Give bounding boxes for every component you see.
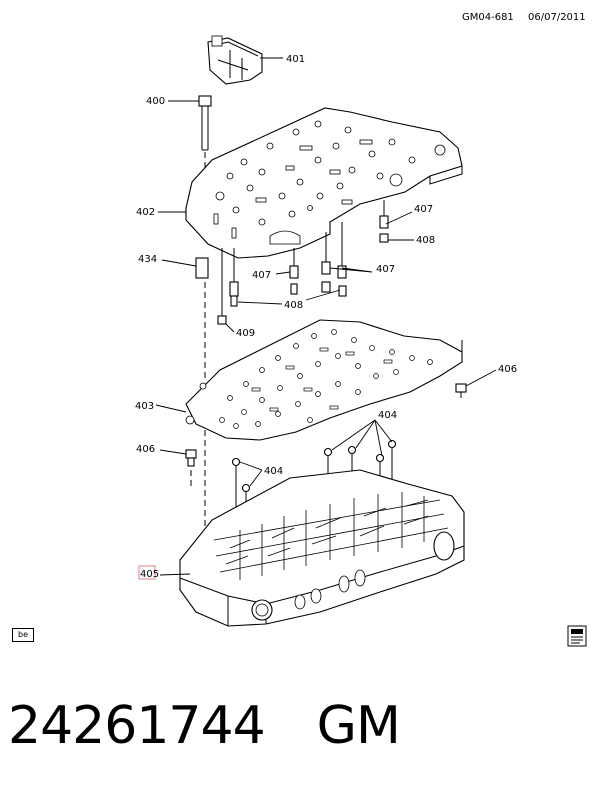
callout-401: 401 [286,54,305,65]
callout-labels: 401 400 402 407 408 434 407 407 408 409 … [135,54,517,580]
be-badge: be [12,628,34,642]
leader-lines [155,57,497,576]
callout-408-b: 408 [284,300,303,311]
callout-400: 400 [146,96,165,107]
callout-409: 409 [236,328,255,339]
diagram-reference: GM04-681 [462,12,514,23]
manual-book-icon [567,625,587,647]
part-402-upper-plate [185,107,463,259]
callout-434: 434 [138,254,157,265]
callout-408-a: 408 [416,235,435,246]
spring-group-left [229,200,389,307]
callout-402: 402 [136,207,155,218]
diagram-date: 06/07/2011 [528,12,586,23]
part-406-bolt-left [185,449,197,467]
callout-405: 405 [140,569,159,580]
callout-404-b: 404 [264,466,283,477]
callout-407-c: 407 [376,264,395,275]
callout-403: 403 [135,401,154,412]
part-401-bracket [207,35,263,85]
callout-405-highlight [138,565,156,580]
callout-407-a: 407 [414,204,433,215]
part-403-spacer-plate [185,319,463,441]
callout-406-b: 406 [136,444,155,455]
part-number-footer: 24261744 GM [8,696,401,756]
part-406-bolt-right [455,383,467,398]
callout-406-a: 406 [498,364,517,375]
exploded-parts-diagram: GM04-681 06/07/2011 [135,12,587,647]
callout-407-b: 407 [252,270,271,281]
part-434-sleeve [195,257,209,380]
part-409-check-ball [217,248,227,325]
callout-404-a: 404 [378,410,397,421]
part-405-valve-body [179,469,465,627]
brand-name: GM [316,696,401,756]
part-number: 24261744 [8,696,266,756]
